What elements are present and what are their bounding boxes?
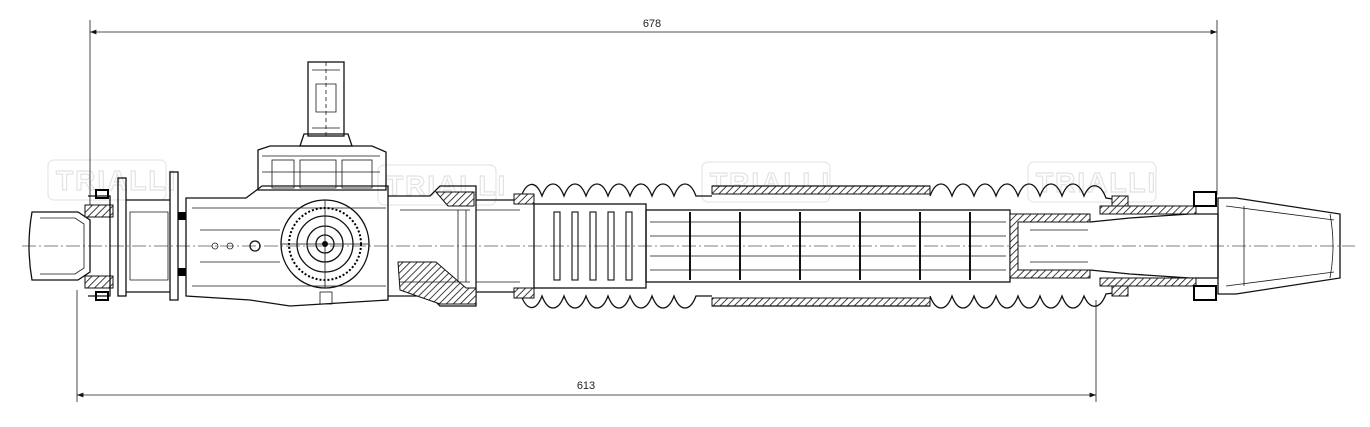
- right-inner-tie-rod: [1009, 205, 1219, 287]
- watermark-logo: TRIALLI: [47, 159, 177, 201]
- dimension-label-678: 678: [643, 18, 661, 30]
- watermark-text: TRIALLI: [1036, 167, 1157, 198]
- left-tie-rod-end: [28, 189, 114, 301]
- left-mount-bracket: [117, 171, 186, 301]
- rack-tube: [476, 199, 520, 293]
- inner-rack-section: [533, 203, 1011, 289]
- pinion-valve-tower: [257, 133, 387, 191]
- left-bellows-boot: [513, 183, 712, 309]
- housing-tube-junction: [388, 185, 477, 307]
- watermark-text: TRIALLI: [56, 165, 177, 196]
- rack-housing: [185, 185, 389, 307]
- pinion-bearing: [280, 199, 370, 289]
- right-tie-rod-end: [1193, 191, 1341, 301]
- center-outer-tube: [711, 185, 931, 307]
- dimension-mount-length: 613: [76, 290, 1097, 402]
- input-shaft: [307, 61, 345, 137]
- watermark-logo: TRIALLI: [1027, 161, 1157, 203]
- right-bellows-boot: [929, 183, 1129, 309]
- dimension-overall-length: 678: [89, 18, 1218, 215]
- dimension-label-613: 613: [577, 380, 595, 392]
- watermark-logo: TRIALLI: [701, 161, 831, 203]
